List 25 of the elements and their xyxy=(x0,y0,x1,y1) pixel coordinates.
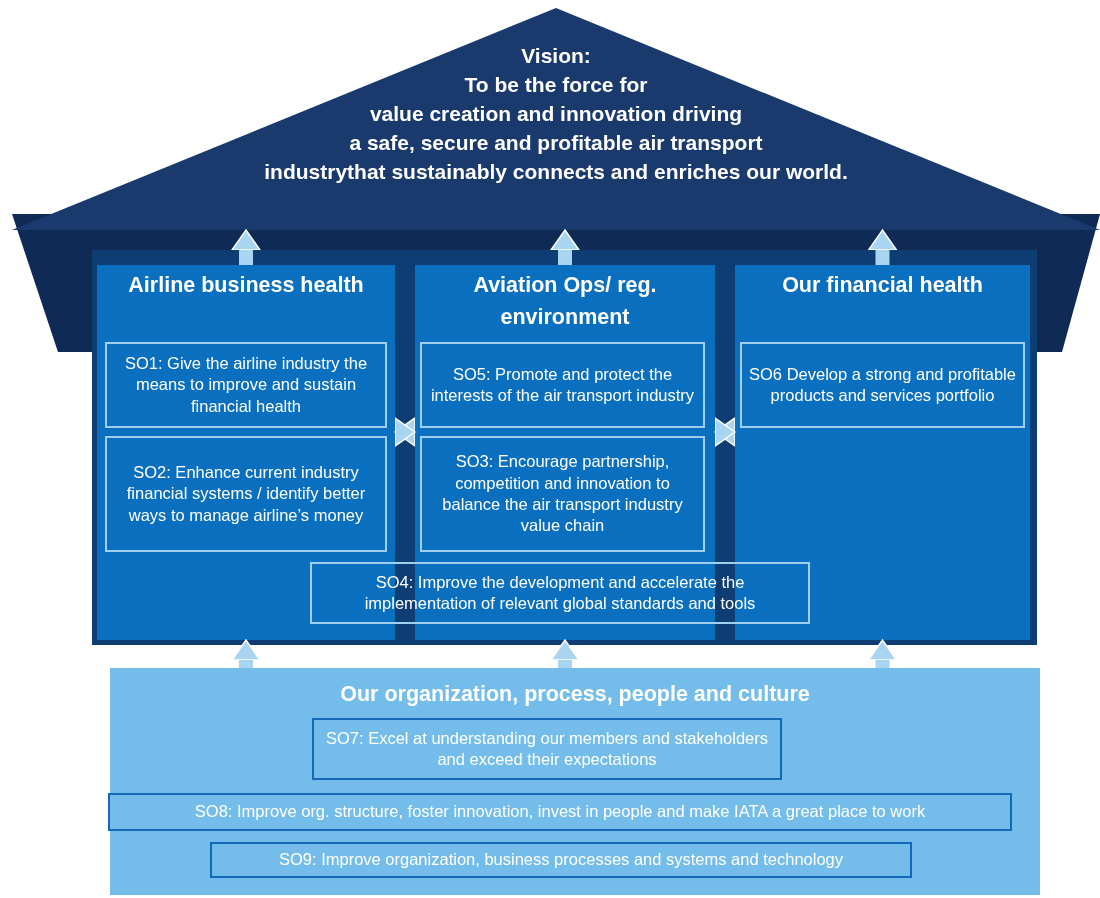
arrow xyxy=(550,229,580,265)
objective-box: SO4: Improve the development and accelerate the implementation of relevant global standards and tools xyxy=(310,562,810,624)
objective-box: SO3: Encourage partnership, competition and innovation to balance the air transport industry value chain xyxy=(420,436,705,552)
pillar-heading: Airline business health xyxy=(127,272,365,299)
objective-box: SO6 Develop a strong and profitable products and services portfolio xyxy=(740,342,1025,428)
objective-box: SO2: Enhance current industry financial systems / identify better ways to manage airline’s money xyxy=(105,436,387,552)
arrow xyxy=(550,639,580,668)
arrow xyxy=(394,417,416,447)
objective-box: SO1: Give the airline industry the means to improve and sustain financial health xyxy=(105,342,387,428)
foundation-heading: Our organization, process, people and culture xyxy=(339,681,811,708)
roof-panel xyxy=(12,8,1100,230)
arrow xyxy=(867,229,898,265)
pillar-heading: Our financial health xyxy=(781,272,984,299)
foundation-panel xyxy=(110,668,1040,895)
vision-heading: Vision: xyxy=(521,44,591,67)
arrow xyxy=(231,229,261,265)
objective-box: SO7: Excel at understanding our members and stakeholders and exceed their expectations xyxy=(312,718,782,780)
objective-box: SO8: Improve org. structure, foster innovation, invest in people and make IATA a great place to work xyxy=(108,793,1012,831)
arrow xyxy=(231,639,261,668)
objective-box: SO9: Improve organization, business processes and systems and technology xyxy=(210,842,912,878)
vision-statement: To be the force for value creation and innovation driving a safe, secure and profitable air transport industrythat sustainably connects and enriches our world. xyxy=(264,72,848,183)
objective-box: SO5: Promote and protect the interests of the air transport industry xyxy=(420,342,705,428)
pillar-heading: Aviation Ops/ reg. environment xyxy=(472,272,658,332)
arrow xyxy=(867,639,898,668)
arrow xyxy=(714,417,736,447)
